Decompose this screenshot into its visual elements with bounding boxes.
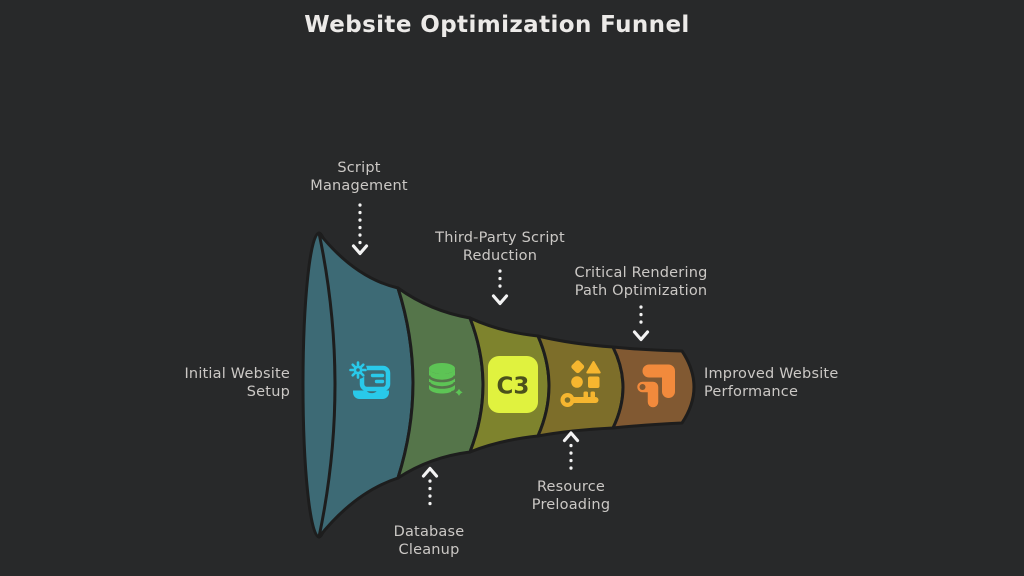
page-title: Website Optimization Funnel: [304, 12, 690, 38]
dotted-arrow-down-icon: [351, 203, 369, 256]
callout-resource-preloading: Resource Preloading: [531, 479, 611, 513]
dotted-arrow-down-icon: [491, 269, 509, 306]
c3-badge-icon: C3: [488, 356, 538, 413]
dotted-arrow-up-icon: [421, 466, 439, 513]
callout-third-party-script-reduction: Third-Party Script Reduction: [435, 230, 565, 264]
c3-badge-label: C3: [497, 374, 530, 400]
dotted-arrow-up-icon: [562, 431, 580, 474]
funnel-input-label: Initial Website Setup: [184, 366, 290, 400]
funnel-segment-1: [317, 231, 415, 539]
callout-critical-rendering-path: Critical Rendering Path Optimization: [574, 265, 708, 299]
callout-script-management: Script Management: [310, 160, 408, 194]
key-shapes-icon: [560, 360, 601, 407]
callout-database-cleanup: Database Cleanup: [393, 524, 465, 558]
database-sparkle-icon: [427, 363, 467, 401]
funnel-output-label: Improved Website Performance: [704, 366, 839, 400]
corner-arrows-icon: [637, 364, 675, 408]
laptop-settings-icon: [349, 361, 391, 399]
dotted-arrow-down-icon: [632, 305, 650, 342]
